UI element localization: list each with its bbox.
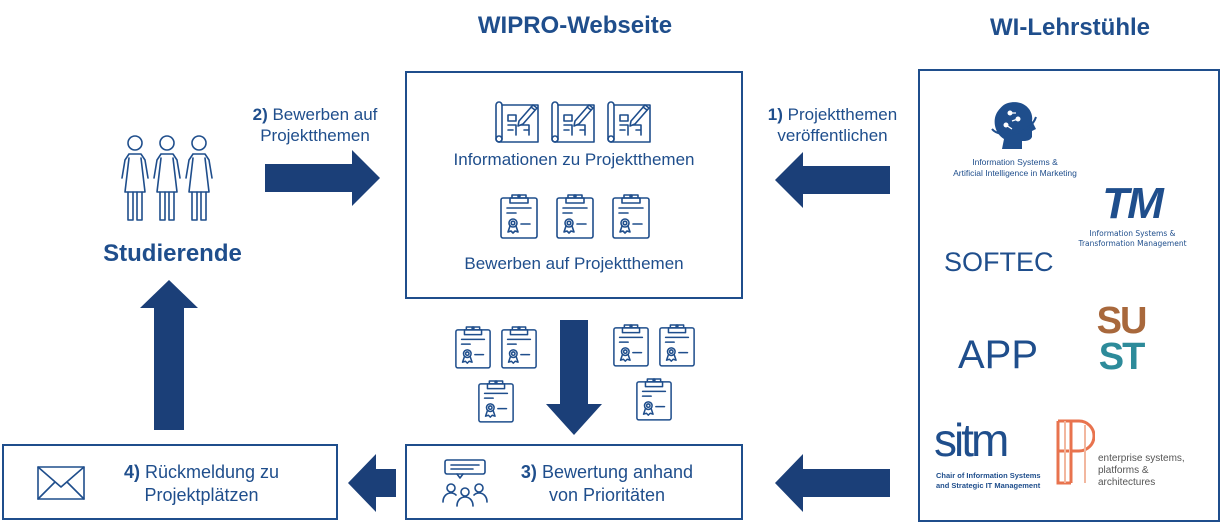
blueprint-icon — [607, 101, 651, 143]
arrow-left-step1 — [775, 152, 890, 208]
step2-number: 2) — [252, 105, 268, 124]
blueprint-icon — [551, 101, 595, 143]
arrow-left-step4 — [348, 454, 396, 512]
step3-number: 3) — [520, 462, 537, 482]
students-icon — [120, 132, 215, 224]
sust-logo: SU ST — [1090, 300, 1152, 378]
step2-text-line1: Bewerben auf — [272, 105, 378, 124]
sitm-line2: and Strategic IT Management — [936, 481, 1041, 490]
step3-label: 3) Bewertung anhand von Prioritäten — [492, 461, 722, 507]
submitted-applications-left — [452, 322, 542, 430]
esa-line2: platforms & — [1098, 465, 1149, 476]
sust-line1: SU — [1096, 300, 1148, 342]
blueprint-icon — [495, 101, 539, 143]
step4-label: 4) Rückmeldung zu Projektplätzen — [89, 461, 314, 507]
isaim-head-logo-icon — [991, 102, 1037, 149]
esa-line3: architectures — [1098, 477, 1156, 488]
step1-text-line1: Projektthemen — [787, 105, 898, 124]
arrow-up-step4 — [140, 280, 198, 430]
chairs-box: Information Systems & Artificial Intelli… — [918, 69, 1220, 522]
sitm-logo: sitm — [934, 414, 1009, 466]
sust-line2: ST — [1098, 336, 1146, 378]
step2-text-line2: Projektthemen — [260, 126, 370, 145]
arrow-left-step3 — [775, 454, 890, 512]
step2-label: 2) Bewerben auf Projektthemen — [240, 104, 390, 146]
sitm-line1: Chair of Information Systems — [936, 471, 1041, 480]
apply-topics-label: Bewerben auf Projektthemen — [464, 254, 684, 273]
step1-label: 1) Projektthemen veröffentlichen — [755, 104, 910, 146]
arrow-right-step2 — [265, 150, 380, 206]
app-logo: APP — [958, 333, 1039, 377]
tm-line2: Transformation Management — [1078, 239, 1187, 248]
step1-text-line2: veröffentlichen — [777, 126, 888, 145]
tm-line1: Information Systems & — [1089, 229, 1176, 238]
step4-text-line2: Projektplätzen — [144, 485, 259, 505]
application-clipboard-icons — [499, 191, 659, 241]
step3-text-line2: von Prioritäten — [548, 485, 666, 505]
softec-logo: SOFTEC — [944, 247, 1054, 277]
isaim-line2: Artificial Intelligence in Marketing — [953, 168, 1077, 178]
esa-line1: enterprise systems, — [1098, 453, 1185, 464]
submitted-applications-right — [610, 320, 700, 428]
step3-text-line1: Bewertung anhand — [541, 462, 694, 482]
step4-number: 4) — [123, 462, 140, 482]
step4-feedback-box: 4) Rückmeldung zu Projektplätzen — [2, 444, 338, 520]
step3-evaluation-box: 3) Bewertung anhand von Prioritäten — [405, 444, 743, 520]
envelope-icon — [37, 466, 85, 500]
tm-logo: TM — [1102, 179, 1164, 228]
students-label: Studierende — [103, 240, 242, 267]
info-topics-label: Informationen zu Projektthemen — [453, 150, 695, 169]
blueprint-icons — [493, 99, 663, 145]
header-wi-lehrstuehle: WI-Lehrstühle — [990, 14, 1150, 41]
discussion-group-icon — [442, 459, 488, 507]
wipro-website-box: Informationen zu Projektthemen Bewerben … — [405, 71, 743, 299]
step1-number: 1) — [767, 105, 783, 124]
isaim-line1: Information Systems & — [972, 157, 1058, 167]
step4-text-line1: Rückmeldung zu — [144, 462, 280, 482]
header-wipro-webseite: WIPRO-Webseite — [477, 12, 673, 39]
esa-logo-icon — [1056, 419, 1095, 485]
arrow-down-step3 — [546, 320, 602, 435]
